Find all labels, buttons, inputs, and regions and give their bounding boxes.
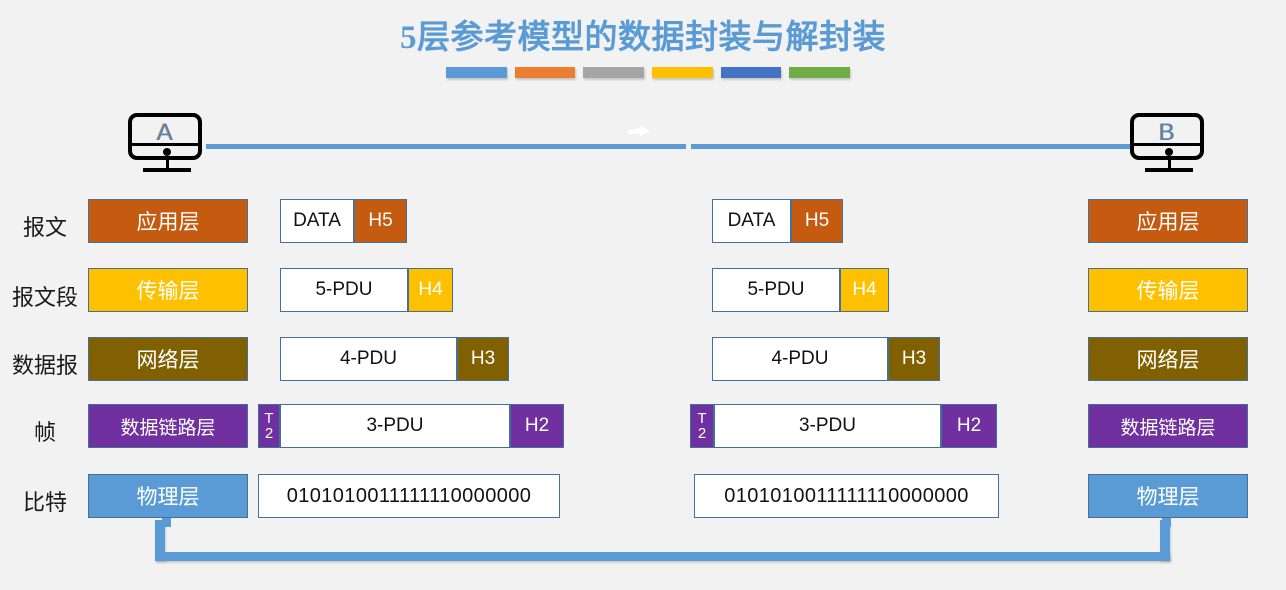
left-layer-network[interactable]: 网络层 [88,337,248,381]
pdu-trailer-t2-line2: 2 [697,425,707,442]
pdu-payload: 3-PDU [280,404,510,448]
pdu-trailer-t2-line1: T [697,410,707,427]
right-physical-stub [1162,518,1171,527]
right-layer-transport[interactable]: 传输层 [1088,268,1248,312]
host-b-label: B [1158,119,1175,146]
right-layer-application[interactable]: 应用层 [1088,199,1248,243]
monitor-stand-base [1145,168,1193,172]
link-line-right-segment [691,144,1130,149]
connector-left-riser [155,520,165,560]
left-pdu-datalink: T 2 3-PDU H2 [258,404,564,448]
pdu-payload: DATA [280,199,354,243]
pdu-payload: 4-PDU [712,337,888,381]
title-bar-5 [720,67,782,78]
row-label-frame: 帧 [33,420,56,445]
right-layer-physical[interactable]: 物理层 [1088,474,1248,518]
title-bar-1 [446,67,507,78]
right-pdu-network: 4-PDU H3 [712,337,940,381]
monitor-stand-neck [1167,160,1171,169]
pdu-header-h3: H3 [888,337,940,381]
monitor-stand-neck [165,160,169,169]
pdu-header-h4: H4 [408,268,453,312]
pdu-header-h2: H2 [941,404,997,448]
left-pdu-physical-bits: 0101010011111110000000 [258,474,560,518]
title-underline-bars [446,67,851,78]
title-bar-3 [583,67,645,78]
pdu-payload: 5-PDU [712,268,840,312]
pdu-payload: DATA [712,199,791,243]
host-a-label: A [156,119,173,146]
left-layer-physical[interactable]: 物理层 [88,474,248,518]
left-pdu-application: DATA H5 [280,199,407,243]
pdu-trailer-t2-line2: 2 [264,425,274,442]
monitor-power-dot [1165,148,1173,156]
right-pdu-physical-bits: 0101010011111110000000 [694,474,999,518]
left-pdu-network: 4-PDU H3 [280,337,509,381]
right-pdu-application: DATA H5 [712,199,843,243]
monitor-power-dot [163,148,171,156]
pdu-header-h2: H2 [510,404,564,448]
row-label-bit: 比特 [22,490,67,515]
left-layer-datalink[interactable]: 数据链路层 [88,404,248,448]
host-a-computer-icon: A [128,113,206,175]
pdu-payload: 4-PDU [280,337,457,381]
left-pdu-transport: 5-PDU H4 [280,268,453,312]
row-label-message: 报文 [22,215,67,240]
row-label-datagram: 数据报 [11,353,78,378]
title-bar-2 [514,67,576,78]
left-layer-transport[interactable]: 传输层 [88,268,248,312]
pdu-header-h4: H4 [840,268,889,312]
pdu-header-h3: H3 [457,337,509,381]
row-label-segment: 报文段 [11,285,78,310]
bit-stream: 0101010011111110000000 [258,474,560,518]
pdu-payload: 3-PDU [714,404,941,448]
title-bar-4 [652,67,713,78]
left-layer-application[interactable]: 应用层 [88,199,248,243]
right-layer-network[interactable]: 网络层 [1088,337,1248,381]
pdu-trailer-t2: T 2 [690,404,714,448]
pdu-header-h5: H5 [791,199,843,243]
pdu-trailer-t2: T 2 [258,404,280,448]
right-pdu-transport: 5-PDU H4 [712,268,889,312]
connector-right-riser [1160,520,1170,560]
connector-bottom-bar [155,552,1170,561]
host-b-computer-icon: B [1130,113,1208,175]
page-title: 5层参考模型的数据封装与解封装 [400,20,886,56]
right-pdu-datalink: T 2 3-PDU H2 [690,404,997,448]
left-physical-stub [162,518,171,527]
transmission-arrow-icon [626,124,652,138]
right-layer-datalink[interactable]: 数据链路层 [1088,404,1248,448]
pdu-trailer-t2-line1: T [264,410,274,427]
pdu-header-h5: H5 [354,199,407,243]
monitor-stand-base [143,168,191,172]
link-line-left-segment [206,144,686,149]
pdu-payload: 5-PDU [280,268,408,312]
bit-stream: 0101010011111110000000 [694,474,999,518]
title-bar-6 [789,67,851,78]
